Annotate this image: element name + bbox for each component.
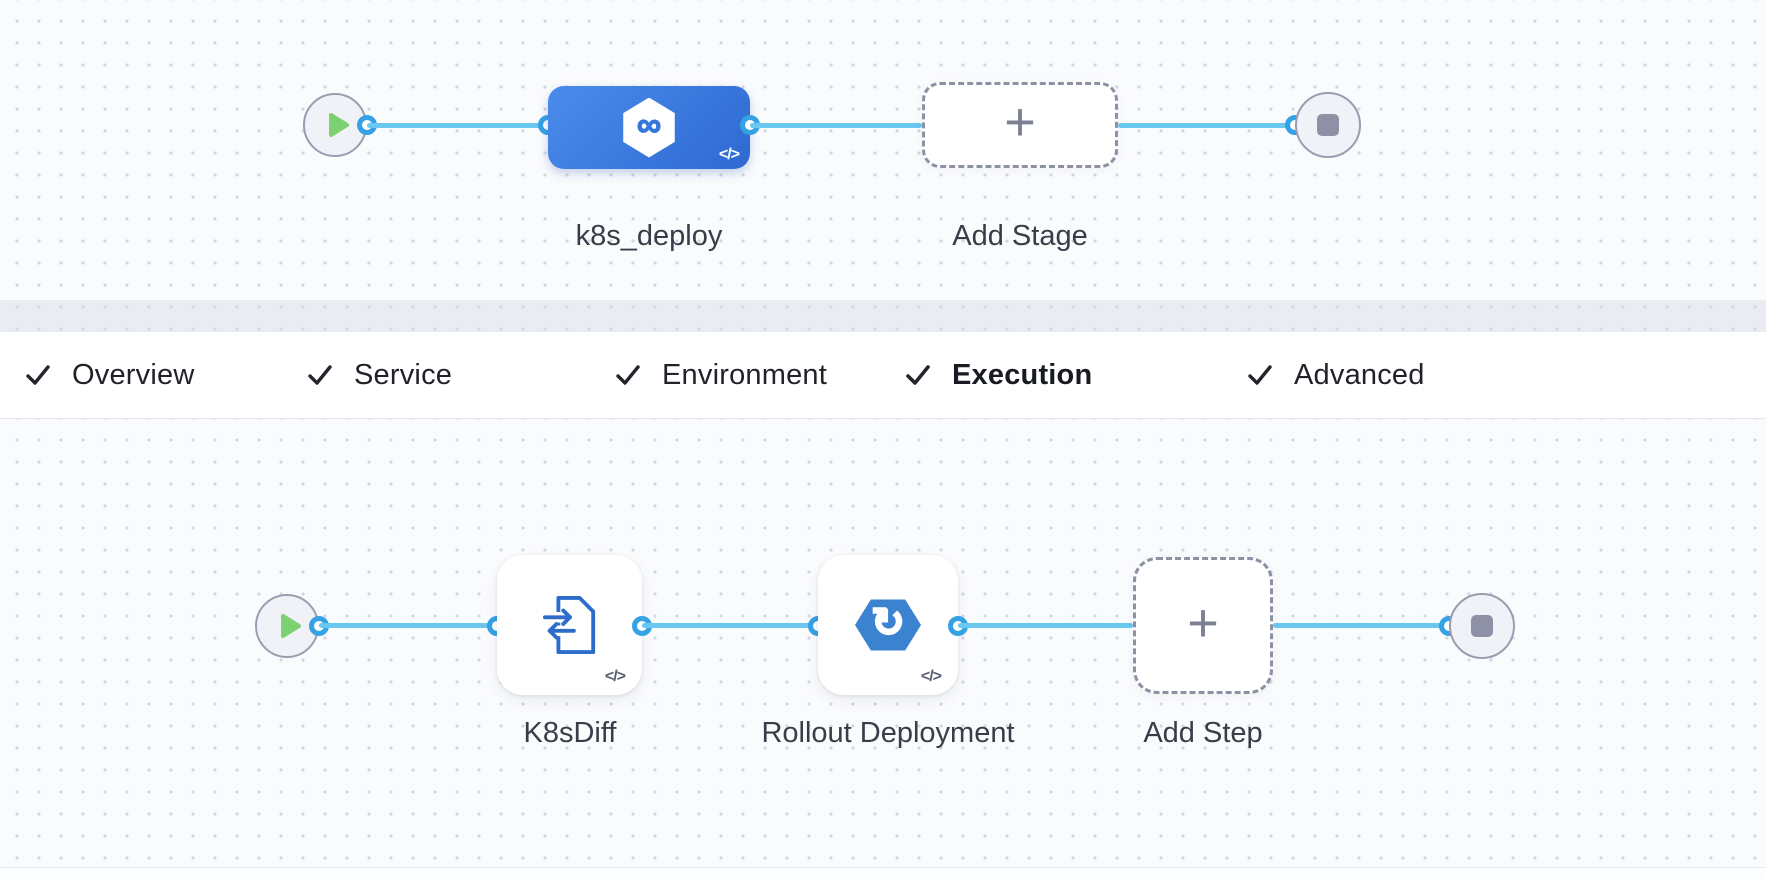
add-step-label: Add Step [1143, 717, 1263, 749]
stage-start-node[interactable] [303, 93, 367, 157]
tab-label: Advanced [1294, 358, 1425, 391]
step-name-label: Rollout Deployment [761, 717, 1015, 749]
exec-start-node[interactable] [255, 594, 319, 658]
add-step-button[interactable]: + [1133, 557, 1273, 694]
rollout-arrow-icon: ↻ [870, 600, 905, 646]
connector-line [958, 623, 1133, 628]
check-icon [308, 365, 332, 385]
play-icon [328, 113, 349, 137]
check-icon [616, 365, 640, 385]
check-icon [26, 365, 50, 385]
step-name-label: K8sDiff [523, 717, 617, 749]
k8s-diff-icon [542, 596, 595, 654]
check-icon [906, 365, 930, 385]
tab-label: Service [354, 358, 453, 391]
canvas-bottom-strip [0, 867, 1766, 880]
stage-graph-canvas[interactable]: ∞ </> + k8s_deploy Add Stage [0, 0, 1766, 332]
tab-advanced[interactable]: Advanced [1246, 332, 1425, 418]
exec-end-node[interactable] [1449, 593, 1515, 659]
step-node-k8sdiff[interactable]: </> [497, 555, 642, 695]
connector-line [367, 123, 548, 128]
connector-line [642, 623, 818, 628]
stage-name-label: k8s_deploy [575, 220, 723, 252]
code-badge-icon: </> [920, 668, 942, 685]
stage-config-tabbar: Overview Service Environment Execution A [0, 332, 1766, 419]
tab-service[interactable]: Service [306, 332, 452, 418]
plus-icon: + [1004, 92, 1036, 152]
step-node-rollout-deployment[interactable]: ↻ </> [818, 555, 958, 695]
stage-node-k8s-deploy[interactable]: ∞ </> [548, 86, 750, 169]
tab-label: Environment [662, 358, 827, 391]
tab-overview[interactable]: Overview [24, 332, 194, 418]
rollout-deployment-icon: ↻ [855, 599, 921, 651]
connector-line [750, 123, 922, 128]
deploy-hexagon-icon: ∞ [623, 97, 675, 158]
stop-icon [1317, 114, 1339, 136]
execution-graph-canvas[interactable]: </> ↻ </> + K8sDiff Rollout Deployment A… [0, 419, 1766, 880]
tab-execution[interactable]: Execution [904, 332, 1092, 418]
canvas-bottom-band [0, 300, 1766, 332]
stage-end-node[interactable] [1295, 92, 1361, 158]
code-badge-icon: </> [604, 668, 626, 685]
tab-label: Overview [72, 358, 195, 391]
infinity-icon: ∞ [636, 105, 662, 144]
play-icon [280, 614, 301, 638]
tab-label: Execution [952, 358, 1093, 391]
connector-line [319, 623, 497, 628]
stop-icon [1471, 615, 1493, 637]
check-icon [1248, 365, 1272, 385]
code-badge-icon: </> [718, 146, 740, 163]
add-stage-label: Add Stage [952, 220, 1088, 252]
add-stage-button[interactable]: + [922, 82, 1118, 168]
connector-line [1118, 123, 1295, 128]
connector-line [1273, 623, 1449, 628]
plus-icon: + [1187, 592, 1219, 653]
tab-environment[interactable]: Environment [614, 332, 827, 418]
